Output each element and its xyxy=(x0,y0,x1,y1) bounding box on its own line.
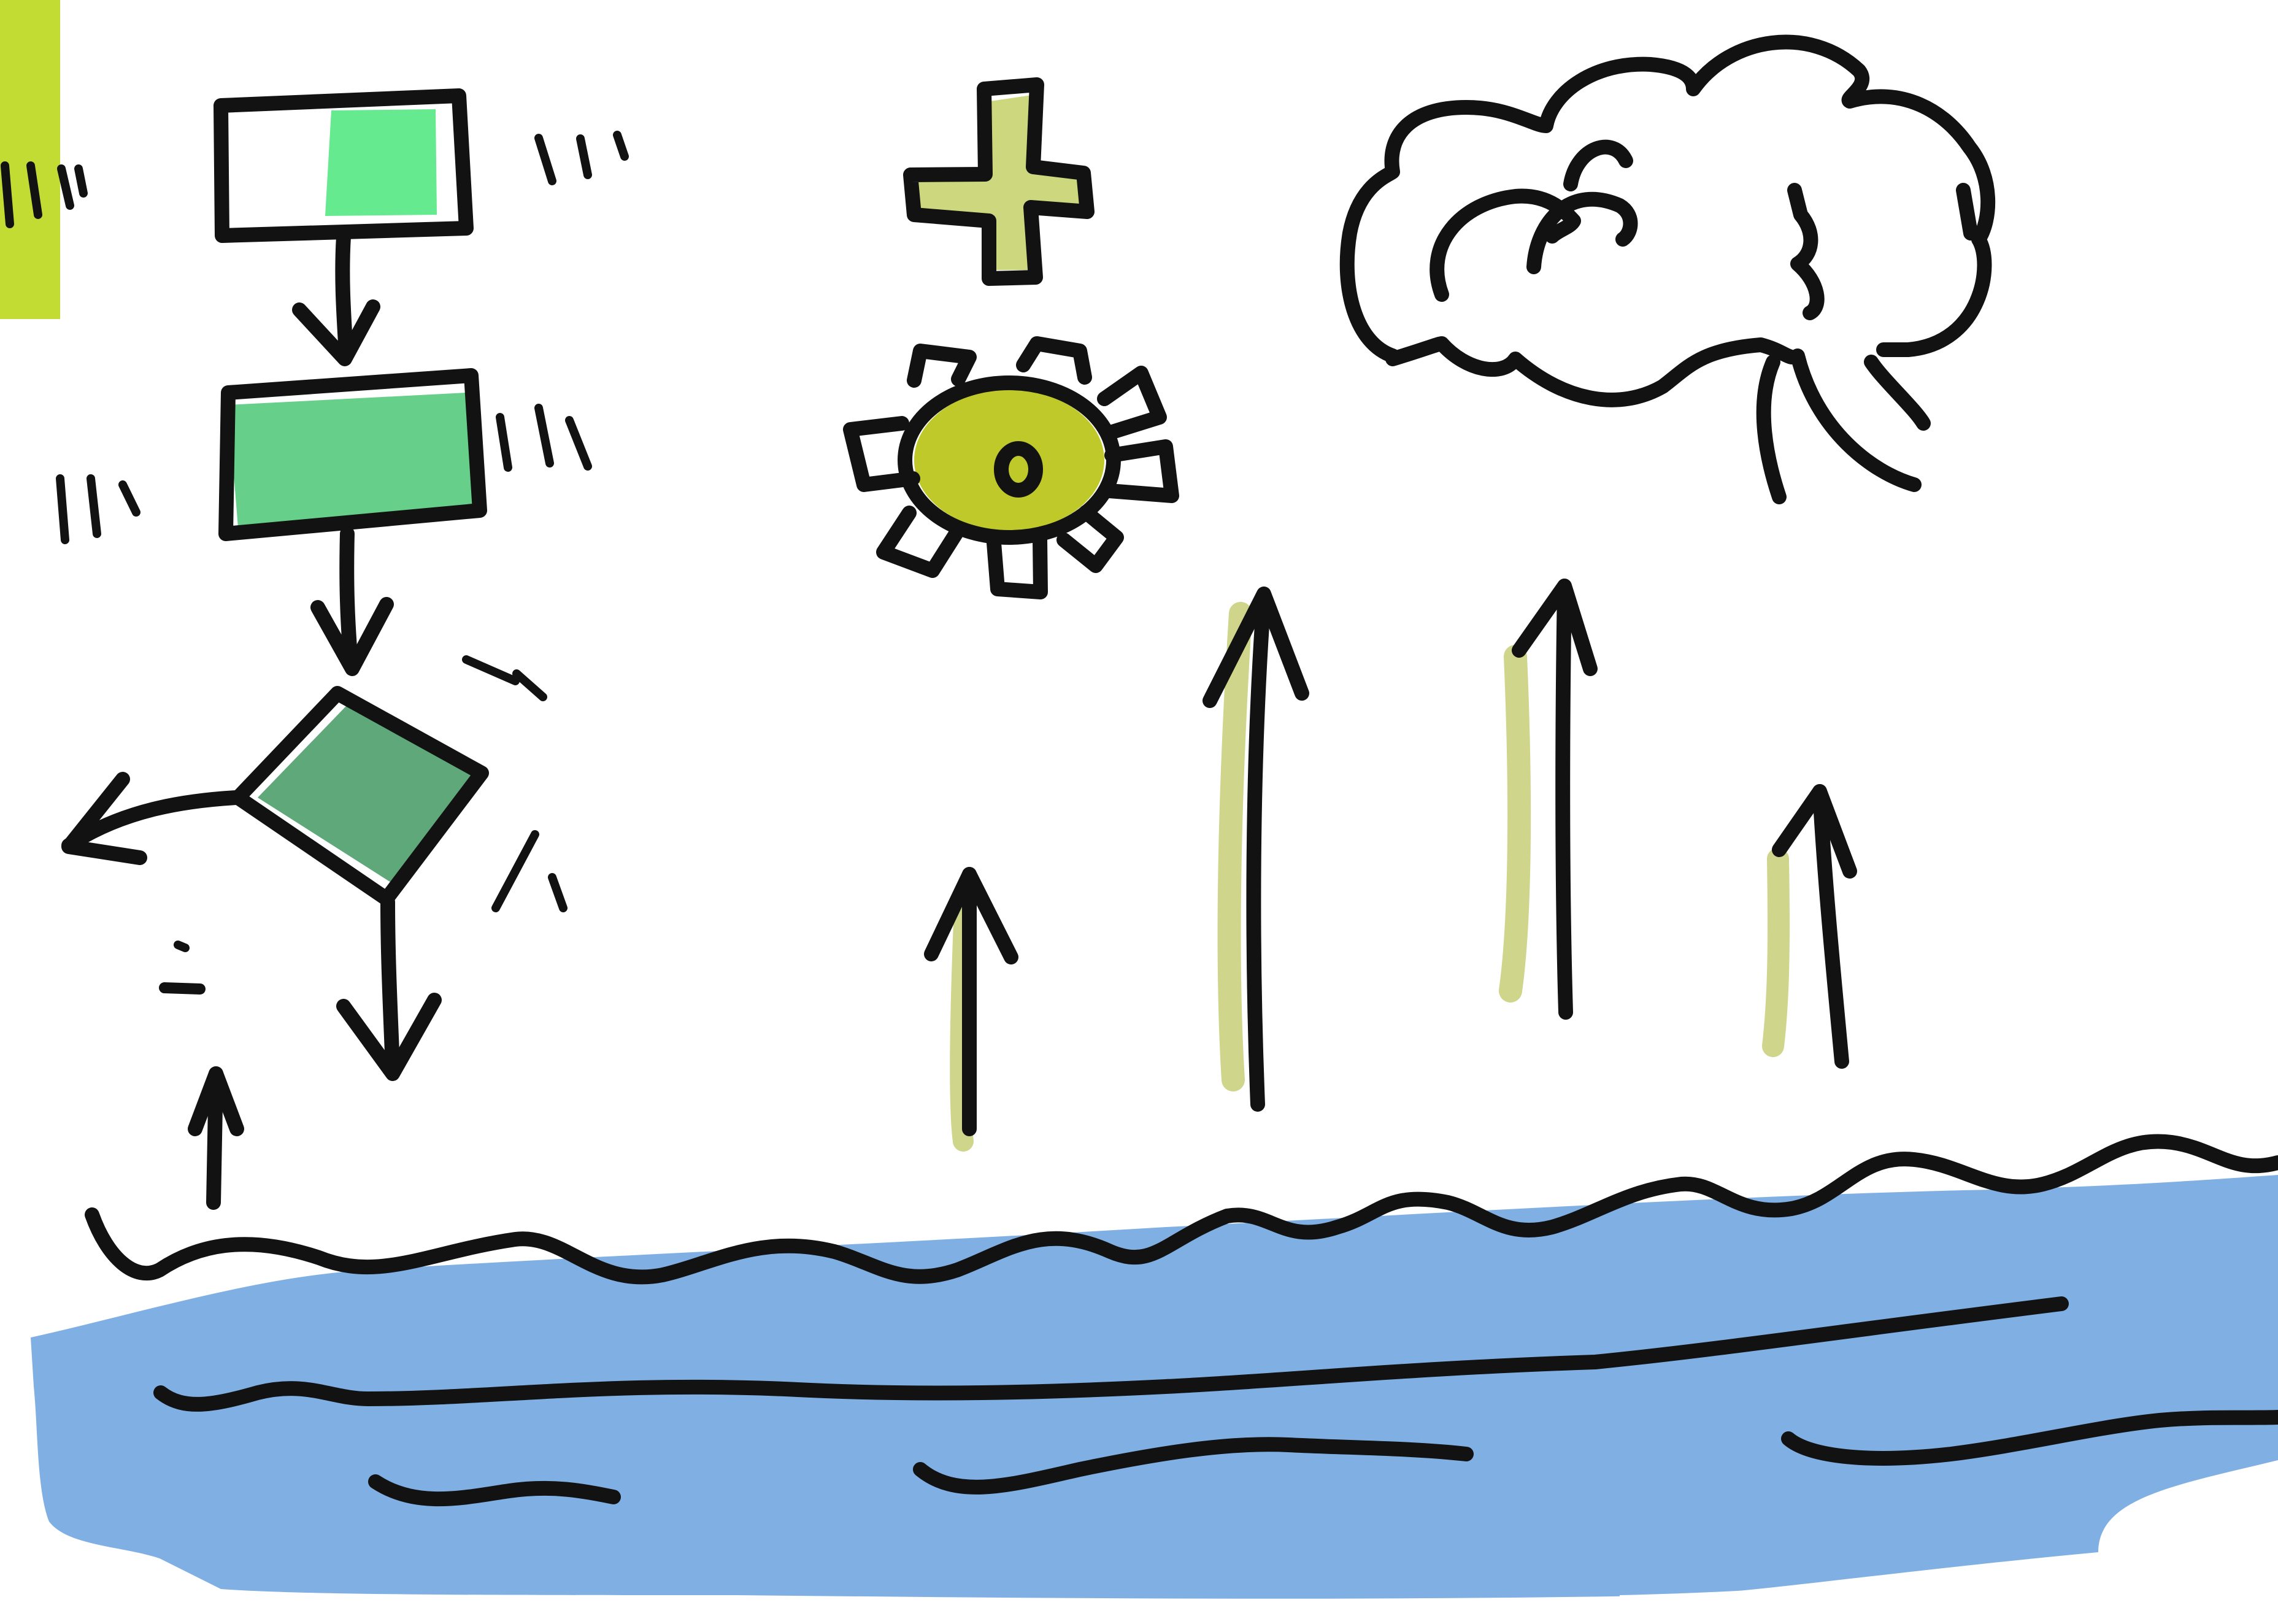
process-box-2[interactable] xyxy=(226,375,480,534)
plus-icon[interactable] xyxy=(910,85,1087,279)
process-box-1[interactable] xyxy=(221,96,466,236)
rising-arrow-4[interactable] xyxy=(1773,791,1850,1061)
wind-icon xyxy=(1764,356,1923,497)
rising-arrow-1[interactable] xyxy=(931,874,1011,1141)
flow-arrow-2 xyxy=(318,534,387,669)
rising-arrow-3[interactable] xyxy=(1510,586,1590,1012)
box1-motion-marks xyxy=(539,135,625,181)
flow-arrow-left xyxy=(69,779,236,858)
flowchart xyxy=(60,96,625,1203)
small-up-arrow xyxy=(195,1074,237,1203)
sun-icon[interactable] xyxy=(850,344,1172,592)
rising-arrow-2[interactable] xyxy=(1210,594,1302,1104)
decision-diamond[interactable] xyxy=(238,693,482,899)
cloud-icon[interactable] xyxy=(1347,42,1988,400)
flow-arrow-down xyxy=(344,902,434,1074)
sidebar-tab[interactable] xyxy=(0,0,60,319)
flow-arrow-1 xyxy=(299,237,373,359)
